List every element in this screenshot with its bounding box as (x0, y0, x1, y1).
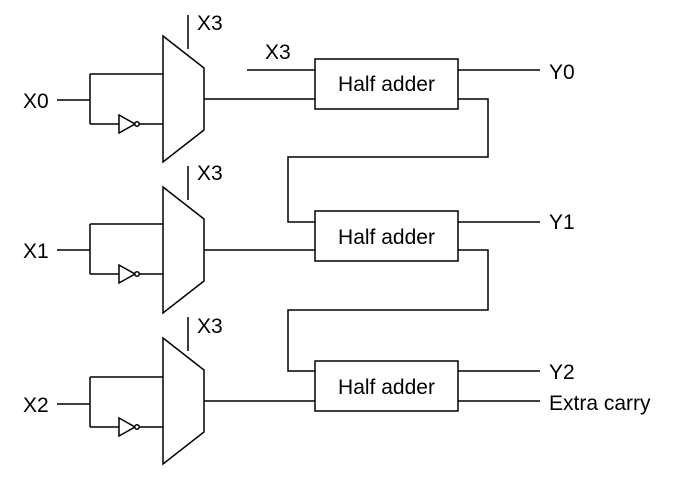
mux-1 (162, 185, 205, 315)
output-label-extra-carry: Extra carry (549, 392, 651, 415)
input-label-x1: X1 (23, 240, 49, 263)
output-label-y2: Y2 (549, 361, 575, 384)
half-adder-label-2: Half adder (338, 376, 435, 399)
half-adder-label-0: Half adder (338, 73, 435, 96)
half-adder-0 (314, 58, 459, 110)
half-adder-2 (314, 360, 459, 412)
half-adder-1 (314, 210, 459, 262)
stage-1: X1 X3 Half adder Y1 (23, 162, 575, 315)
output-label-y0: Y0 (549, 61, 575, 84)
mux-2 (162, 336, 205, 466)
mux-select-label-2: X3 (197, 315, 223, 338)
output-label-y1: Y1 (549, 211, 575, 234)
inverter-x0 (118, 113, 137, 135)
carry-in-label: X3 (265, 41, 291, 64)
input-label-x0: X0 (23, 90, 49, 113)
stage-2: X2 X3 Half adder Y2 Extra carry (23, 315, 651, 466)
mux-select-label-1: X3 (197, 162, 223, 185)
inverter-x2 (118, 416, 137, 438)
stage-0: X0 X3 X3 Half adder Y0 (23, 12, 575, 164)
input-label-x2: X2 (23, 394, 49, 417)
half-adder-label-1: Half adder (338, 226, 435, 249)
carry-wire-1-2 (287, 249, 489, 372)
inverter-bubble-x0 (134, 121, 140, 127)
mux-0 (162, 34, 205, 164)
inverter-bubble-x2 (134, 424, 140, 430)
inverter-bubble-x1 (134, 271, 140, 277)
inverter-x1 (118, 263, 137, 285)
mux-select-label-0: X3 (197, 12, 223, 35)
carry-wire-0-1 (287, 98, 489, 223)
